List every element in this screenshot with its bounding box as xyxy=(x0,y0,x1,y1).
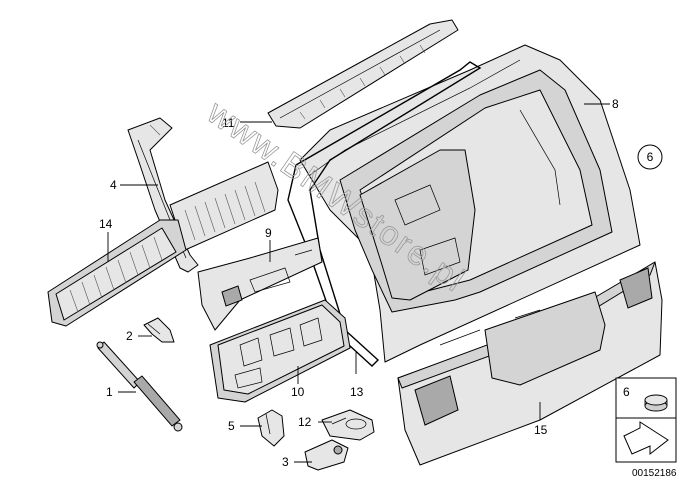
callout-5: 5 xyxy=(228,419,235,433)
part-5-bracket xyxy=(257,409,285,447)
part-15-tailgate-lower xyxy=(397,261,663,466)
callout-15: 15 xyxy=(534,423,548,437)
callout-14: 14 xyxy=(99,217,113,231)
part-11-trim-strip xyxy=(267,19,459,129)
part-1-gas-strut xyxy=(96,341,183,432)
callout-11: 11 xyxy=(222,116,235,130)
callout-4: 4 xyxy=(110,178,117,192)
callout-12: 12 xyxy=(298,415,312,429)
callout-numbers: 11 8 4 14 9 2 1 10 13 15 5 12 3 xyxy=(99,97,619,469)
callout-3: 3 xyxy=(282,455,289,469)
callout-9: 9 xyxy=(265,226,272,240)
callout-6-label: 6 xyxy=(647,150,654,164)
part-9-upper-trim xyxy=(197,237,323,331)
callout-10: 10 xyxy=(291,385,305,399)
leader-lines xyxy=(107,103,610,463)
part-12-hinge xyxy=(321,409,375,441)
part-2-bracket xyxy=(143,317,175,343)
part-10-lower-trim-panel xyxy=(209,299,351,403)
callout-8: 8 xyxy=(612,97,619,111)
part-14-carpet-panel xyxy=(47,219,187,327)
part-8-tailgate-upper xyxy=(299,44,641,363)
part-4-trim-panel xyxy=(169,161,279,251)
callout-6-circle: 6 xyxy=(637,144,663,170)
callout-13: 13 xyxy=(350,385,364,399)
legend-item-number: 6 xyxy=(623,385,630,399)
arrow-icon xyxy=(623,421,669,456)
document-id: 00152186 xyxy=(632,468,677,479)
callout-1: 1 xyxy=(106,385,113,399)
legend-box: 6 xyxy=(615,377,677,463)
part-3-hinge xyxy=(304,439,349,471)
grommet-icon xyxy=(644,394,668,412)
callout-2: 2 xyxy=(126,329,133,343)
